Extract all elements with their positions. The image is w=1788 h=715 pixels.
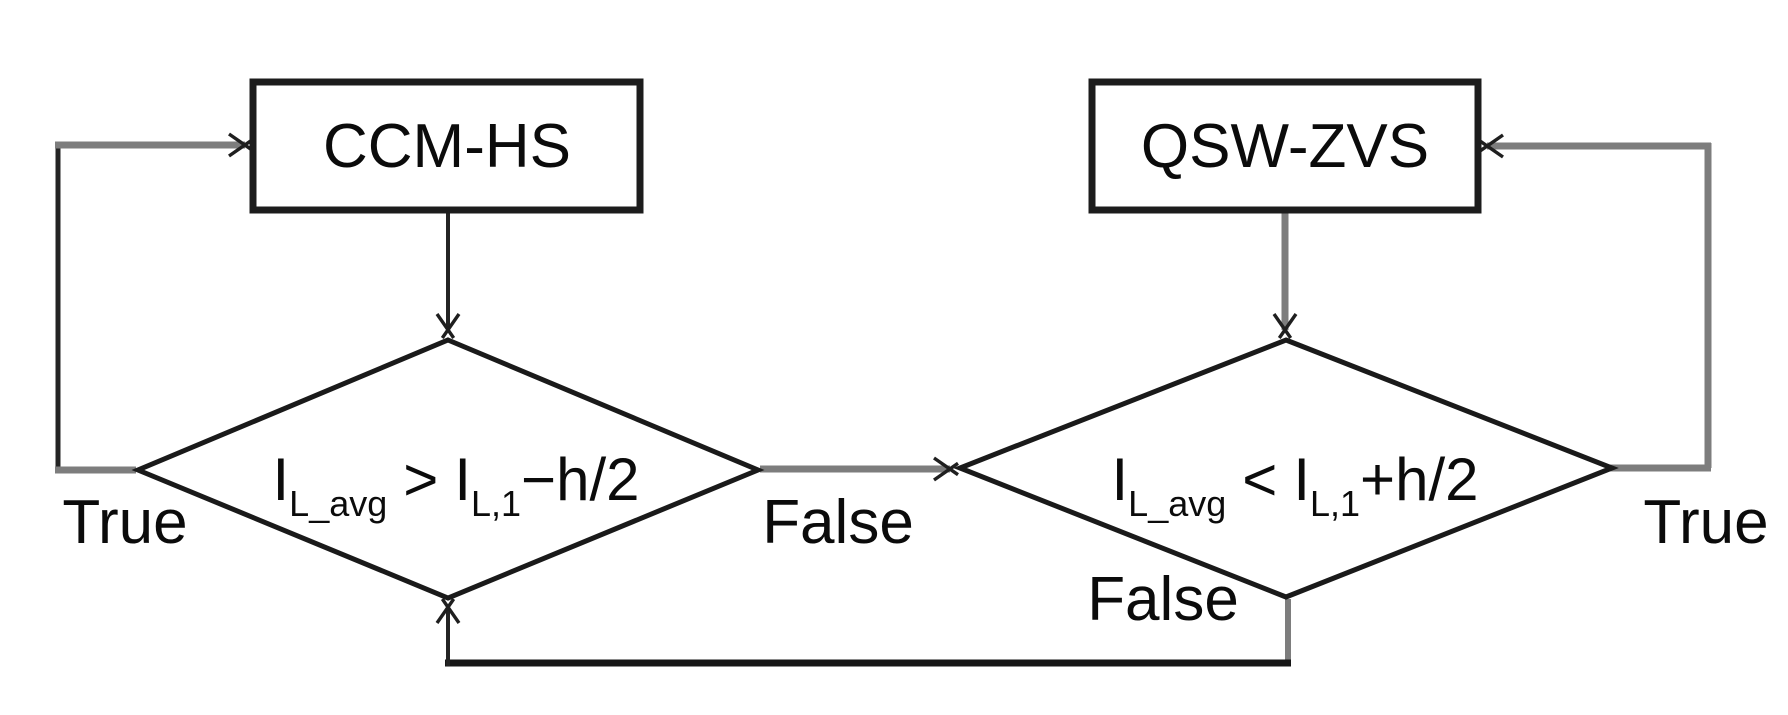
condition-subscript: L,1: [471, 483, 521, 524]
decision-right-diamond: [953, 337, 1619, 600]
condition-subscript: L_avg: [289, 483, 387, 524]
edge-true-left: [55, 132, 254, 474]
process-box-ccm-hs: CCM-HS: [249, 78, 644, 214]
process-box-qsw-zvs: QSW-ZVS: [1088, 78, 1482, 214]
qsw-zvs-box-label: QSW-ZVS: [1141, 112, 1429, 181]
decision-right-condition: IL_avg<IL,1+h/2: [1112, 446, 1479, 524]
edge-true-right: [1478, 133, 1712, 472]
condition-base: I: [1293, 446, 1310, 513]
edge-label-true-left: True: [62, 488, 187, 557]
decision-right: IL_avg<IL,1+h/2: [953, 337, 1619, 600]
decision-left-condition: IL_avg>IL,1−h/2: [273, 446, 640, 524]
condition-base: I: [273, 446, 290, 513]
ccm-hs-box-rect: [249, 78, 644, 214]
condition-base: I: [454, 446, 471, 513]
qsw-zvs-box-rect: [1088, 78, 1482, 214]
condition-operator: <: [1242, 446, 1277, 513]
ccm-hs-box-label: CCM-HS: [323, 112, 571, 181]
edge-label-true-right: True: [1643, 488, 1768, 557]
condition-subscript: L,1: [1310, 483, 1360, 524]
condition-suffix: −h/2: [521, 446, 639, 513]
condition-operator: >: [403, 446, 438, 513]
condition-base: I: [1112, 446, 1129, 513]
edge-false-bottom: [435, 598, 1291, 667]
condition-suffix: +h/2: [1360, 446, 1478, 513]
edge-label-false-bottom: False: [1087, 565, 1239, 634]
condition-subscript: L_avg: [1128, 483, 1226, 524]
decision-left-diamond: [131, 337, 765, 601]
edge-label-false-middle: False: [762, 488, 914, 557]
decision-left: IL_avg>IL,1−h/2: [131, 337, 765, 601]
